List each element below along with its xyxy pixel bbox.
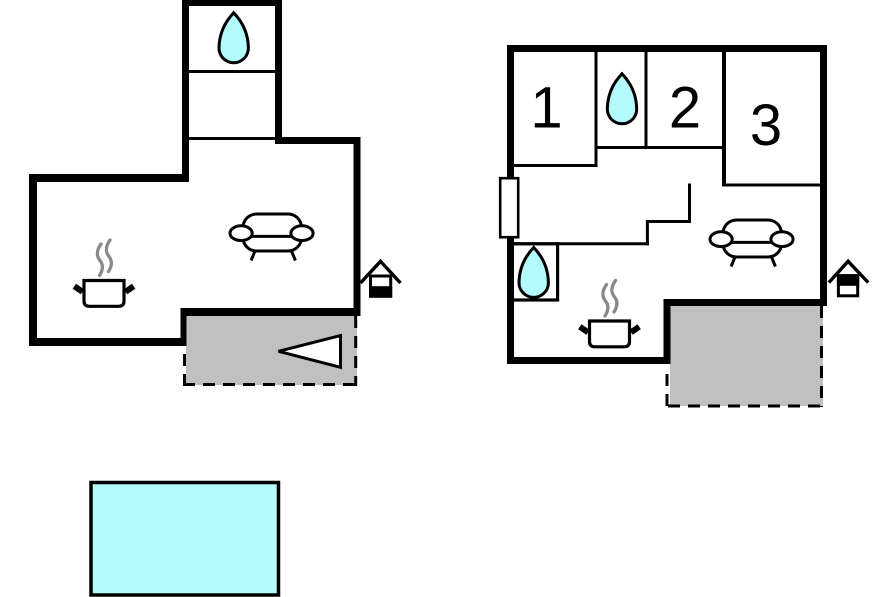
svg-text:1: 1: [530, 75, 562, 140]
svg-text:2: 2: [669, 75, 701, 140]
svg-text:3: 3: [750, 93, 782, 158]
